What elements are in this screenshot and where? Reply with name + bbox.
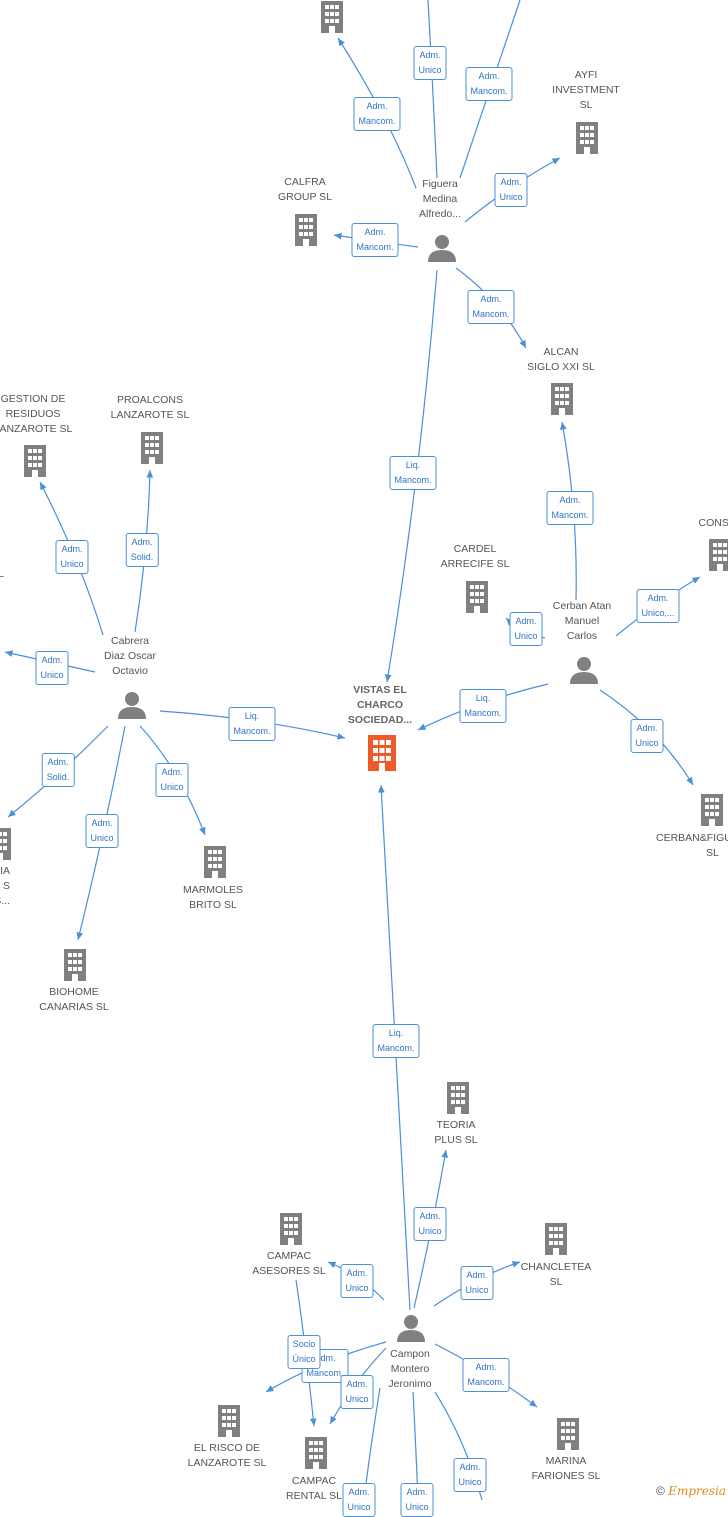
edge-label[interactable]: Liq.Mancom. [459,689,507,723]
company-label-gestion[interactable]: GESTION DE RESIDUOS LANZAROTE SL [0,393,73,435]
company-label-center[interactable]: VISTAS EL CHARCO SOCIEDAD... [347,684,413,726]
building-icon[interactable] [295,214,317,246]
edge-label[interactable]: Adm.Unico [342,1483,376,1517]
building-icon[interactable] [557,1418,579,1450]
edge-label[interactable]: Adm.Unico [413,1207,447,1241]
person-icon[interactable] [397,1315,425,1342]
building-icon[interactable] [576,122,598,154]
person-icon[interactable] [118,692,146,719]
person-label-campon[interactable]: Campon Montero Jeronimo [388,1348,432,1390]
company-label-cerbanfig[interactable]: CERBAN&FIGU SL [656,832,728,859]
building-icon[interactable] [305,1437,327,1469]
edge-label[interactable]: Adm.Mancom. [351,223,399,257]
person-icon[interactable] [428,235,456,262]
company-label-calfra[interactable]: CALFRA GROUP SL [277,176,333,203]
edge-label[interactable]: Adm.Unico [509,612,543,646]
edge-label[interactable]: Adm.Unico [55,540,89,574]
company-label-construp[interactable]: CONSTRUP [698,517,728,529]
edge-label[interactable]: Adm.Unico [340,1264,374,1298]
company-label-cardel[interactable]: CARDEL ARRECIFE SL [440,543,510,570]
edge-label[interactable]: Adm.Unico [413,46,447,80]
company-label-elrisco[interactable]: EL RISCO DE LANZAROTE SL [187,1442,267,1469]
edge-label[interactable]: Adm.Unico [340,1375,374,1409]
edge-label[interactable]: Adm.Unico [494,173,528,207]
building-icon[interactable] [64,949,86,981]
person-icon[interactable] [570,657,598,684]
company-label-alcan[interactable]: ALCAN SIGLO XXI SL [527,346,595,373]
building-icon[interactable] [709,539,728,571]
edge-label[interactable]: Adm.Unico [630,719,664,753]
edge-label[interactable]: Adm.Mancom. [465,67,513,101]
footer-brand[interactable]: © Empresia [656,1484,726,1498]
edge-label[interactable]: Adm.Mancom. [467,290,515,324]
edge-label[interactable]: Adm.Unico [155,763,189,797]
edge-label[interactable]: Liq.Mancom. [389,456,437,490]
building-icon[interactable] [24,445,46,477]
company-label-proalcons[interactable]: PROALCONS LANZAROTE SL [110,394,190,421]
person-label-figueras[interactable]: Figuera Medina Alfredo... [418,178,462,220]
edge-label[interactable]: Adm.Unico [35,651,69,685]
edge-label[interactable]: Adm.Unico [85,814,119,848]
edge-label[interactable]: Adm.Unico,... [636,589,680,623]
company-label-aria[interactable]: ARIA S AS... [0,865,10,907]
building-icon[interactable] [280,1213,302,1245]
company-label-teoria[interactable]: TEORIA PLUS SL [434,1119,478,1146]
edge-label[interactable]: Adm.Unico [400,1483,434,1517]
building-icon[interactable] [466,581,488,613]
building-icon[interactable] [447,1082,469,1114]
company-label-marina[interactable]: MARINA FARIONES SL [531,1455,601,1482]
company-label-campac-asesores[interactable]: CAMPAC ASESORES SL [252,1250,326,1277]
edge-label[interactable]: Adm.Mancom. [546,491,594,525]
edge-label[interactable]: Liq.Mancom. [372,1024,420,1058]
company-label-campac-rental[interactable]: CAMPAC RENTAL SL [285,1475,343,1502]
center-building-icon[interactable] [368,735,396,771]
building-icon[interactable] [545,1223,567,1255]
copyright-icon: © [656,1484,665,1498]
edge-label[interactable]: Adm.Unico [460,1266,494,1300]
company-label-biohome[interactable]: BIOHOME CANARIAS SL [39,986,109,1013]
building-icon[interactable] [0,828,11,860]
building-icon[interactable] [204,846,226,878]
edge-label[interactable]: Adm.Mancom. [462,1358,510,1392]
building-icon[interactable] [321,1,343,33]
brand-logo: Empresia [668,1484,726,1498]
edge-label[interactable]: Adm.Mancom. [353,97,401,131]
person-label-cerban[interactable]: Cerban Atan Manuel Carlos [552,600,612,642]
building-icon[interactable] [551,383,573,415]
edge-label[interactable]: Adm.Solid. [41,753,75,787]
company-label-ayfi[interactable]: AYFI INVESTMENT SL [552,69,620,111]
company-label-chancletea[interactable]: CHANCLETEA SL [520,1261,592,1288]
company-label-marmoles[interactable]: MARMOLES BRITO SL [182,884,244,911]
building-icon[interactable] [701,794,723,826]
building-icon[interactable] [141,432,163,464]
person-label-cabrera[interactable]: Cabrera Diaz Oscar Octavio [104,635,156,677]
edge-label[interactable]: Adm.Unico [453,1458,487,1492]
building-icons [0,1,728,1469]
edge-figueras-top2 [427,0,438,179]
edge-label[interactable]: Adm.Solid. [125,533,159,567]
company-label-left[interactable]: L [0,568,4,580]
building-icon[interactable] [218,1405,240,1437]
edge-label[interactable]: Liq.Mancom. [228,707,276,741]
